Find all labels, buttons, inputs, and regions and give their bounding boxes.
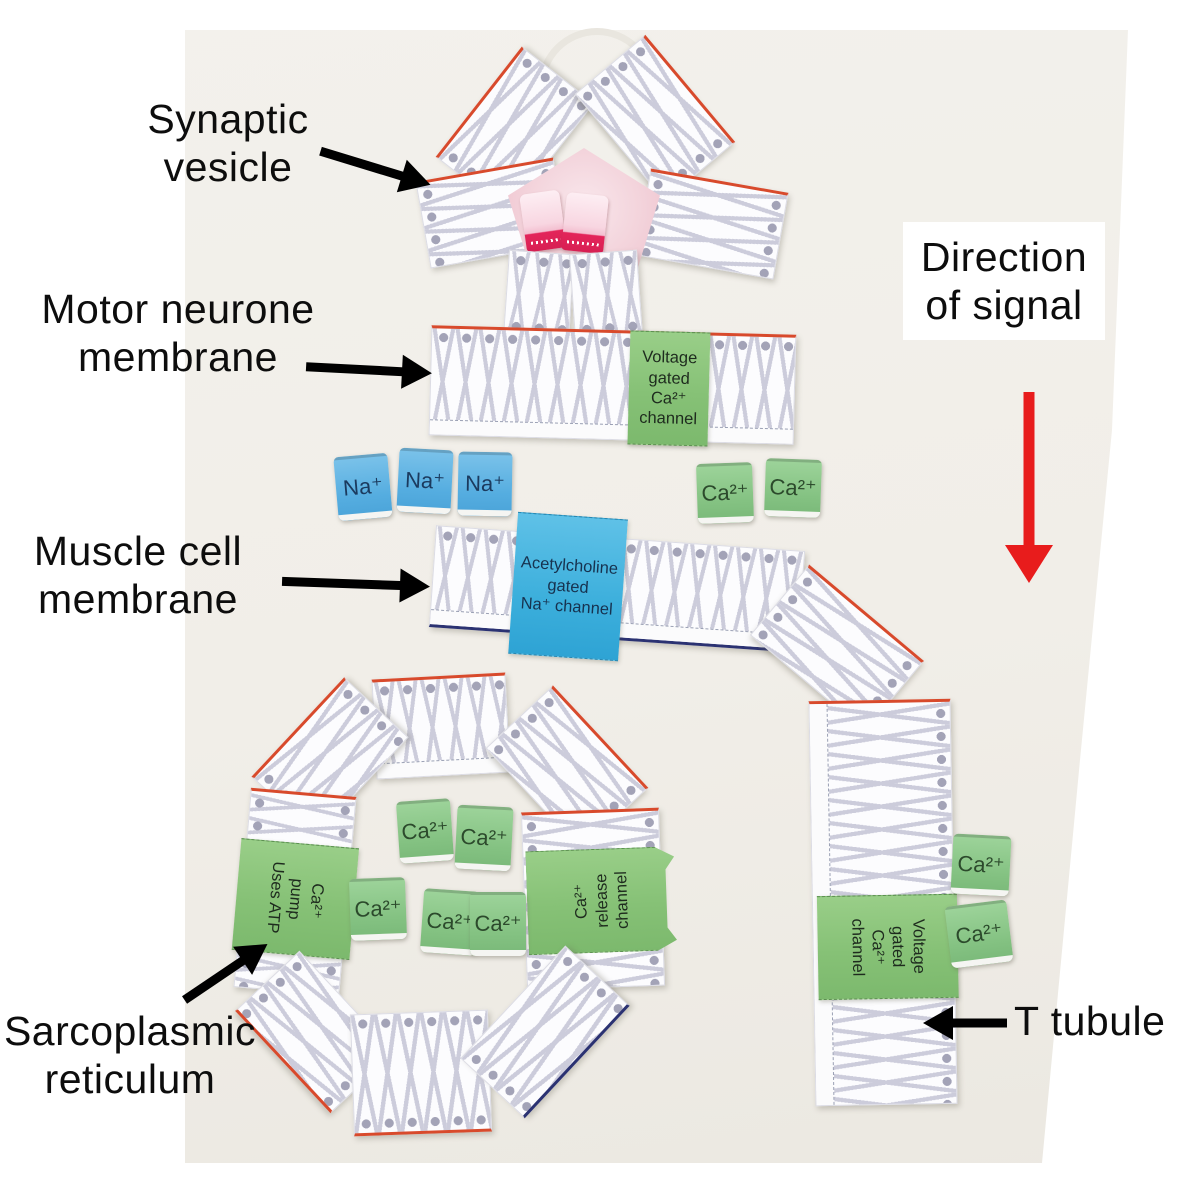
rotated-channel-label: Ca²⁺ pump Uses ATP — [251, 846, 339, 953]
na-ion-token: Na⁺ — [396, 447, 454, 515]
ca-ion-label: Ca²⁺ — [769, 474, 817, 501]
arrow-shaft — [949, 1018, 1007, 1028]
channel-label-line: channel — [847, 918, 867, 977]
motor-neurone-membrane-label: Motor neurone membrane — [28, 286, 328, 381]
channel-label-line: Ca²⁺ — [650, 389, 687, 408]
label-line: of signal — [925, 281, 1083, 328]
ca-ion-label: Ca²⁺ — [459, 823, 509, 852]
ca-ion-token: Ca²⁺ — [950, 833, 1012, 897]
arrow-head — [399, 568, 431, 604]
ca-ion-label: Ca²⁺ — [956, 850, 1006, 879]
ca-ion-token: Ca²⁺ — [695, 462, 755, 524]
channel-label-line: gated — [546, 575, 590, 597]
t-tubule-strip: Voltage gated Ca²⁺ channel — [808, 698, 959, 1107]
channel-label-line: Ca²⁺ — [868, 929, 888, 965]
motor-neurone-membrane-arrow — [305, 349, 433, 392]
channel-label-line: gated — [888, 925, 908, 968]
ca-ion-token: Ca²⁺ — [454, 804, 514, 872]
arrow-shaft — [305, 362, 407, 377]
label-line: Motor neurone — [41, 286, 315, 332]
rotated-channel-label: Voltage gated Ca²⁺ channel — [845, 891, 931, 1002]
ca-ion-label: Ca²⁺ — [474, 911, 522, 936]
acetylcholine-vesicle-token — [519, 189, 567, 253]
t-tubule-label: T tubule — [1014, 998, 1194, 1046]
direction-of-signal-label-box — [903, 222, 1105, 340]
na-ion-token: Na⁺ — [457, 451, 513, 517]
channel-label-line: Voltage — [909, 918, 929, 975]
vesicle-neck-membrane-strip — [569, 249, 643, 341]
label-line: Muscle cell — [33, 528, 243, 574]
channel-label-line: channel — [612, 870, 633, 930]
channel-label-line: Na⁺ channel — [520, 594, 614, 619]
ca-ion-token: Ca²⁺ — [944, 899, 1014, 969]
direction-of-signal-label: Direction of signal — [903, 234, 1105, 329]
arrow-head — [1005, 545, 1053, 583]
channel-label-line: gated — [648, 368, 691, 388]
ca-ion-label: Ca²⁺ — [425, 907, 475, 936]
arrow-shaft — [281, 576, 405, 591]
ca-ion-token: Ca²⁺ — [764, 458, 822, 518]
arrow-shaft — [1023, 392, 1035, 545]
acetylcholine-vesicle-token — [561, 191, 609, 255]
channel-label-line: pump — [284, 877, 307, 921]
sr-segment-right: Ca²⁺ release channel — [520, 807, 665, 991]
ca-release-channel-band: Ca²⁺ release channel — [525, 846, 679, 955]
arrow-head — [401, 354, 433, 391]
na-ion-label: Na⁺ — [464, 470, 506, 497]
sarcoplasmic-reticulum-label: Sarcoplasmic reticulum — [0, 1008, 260, 1103]
ca-ion-token: Ca²⁺ — [348, 877, 408, 941]
na-ion-token: Na⁺ — [333, 452, 393, 522]
ca-ion-token: Ca²⁺ — [395, 798, 455, 864]
label-line: Synaptic — [147, 96, 309, 142]
voltage-gated-ca-channel-band: Voltage gated Ca²⁺ channel — [627, 330, 711, 447]
acetylcholine-gated-na-channel-band: Acetylcholine gated Na⁺ channel — [508, 511, 628, 662]
channel-label-line: Voltage — [641, 347, 698, 368]
ca-ion-label: Ca²⁺ — [954, 918, 1004, 949]
ca-ion-label: Ca²⁺ — [400, 816, 450, 845]
channel-label-line: channel — [638, 409, 698, 429]
direction-of-signal-arrow — [1004, 392, 1054, 584]
label-line: T tubule — [1014, 998, 1166, 1044]
channel-label-line: Ca²⁺ — [305, 882, 327, 920]
t-tubule-arrow — [923, 1005, 1007, 1041]
na-ion-label: Na⁺ — [404, 466, 446, 495]
ca-ion-label: Ca²⁺ — [354, 895, 402, 922]
arrow-head — [923, 1006, 953, 1040]
synaptic-vesicle-label: Synaptic vesicle — [108, 96, 348, 191]
label-line: membrane — [78, 333, 278, 380]
muscle-cell-membrane-arrow — [281, 563, 431, 604]
label-line: Sarcoplasmic — [3, 1008, 257, 1054]
muscle-cell-membrane-label: Muscle cell membrane — [18, 528, 258, 623]
channel-label-line: Uses ATP — [263, 860, 288, 935]
motor-neurone-membrane-strip: Voltage gated Ca²⁺ channel — [428, 325, 797, 447]
label-line: Direction — [920, 234, 1088, 280]
sr-segment-bottom — [349, 1009, 493, 1137]
label-line: membrane — [38, 575, 238, 622]
rotated-channel-label: Ca²⁺ release channel — [560, 844, 644, 957]
ca-ion-label: Ca²⁺ — [701, 479, 749, 506]
label-line: vesicle — [163, 143, 293, 190]
na-ion-label: Na⁺ — [342, 472, 384, 501]
voltage-gated-ca-channel-band-t-tubule: Voltage gated Ca²⁺ channel — [816, 891, 959, 1002]
channel-label-line: Ca²⁺ — [571, 883, 592, 920]
channel-label-line: release — [591, 873, 612, 929]
ca-ion-token: Ca²⁺ — [470, 892, 526, 956]
label-line: reticulum — [44, 1055, 216, 1102]
